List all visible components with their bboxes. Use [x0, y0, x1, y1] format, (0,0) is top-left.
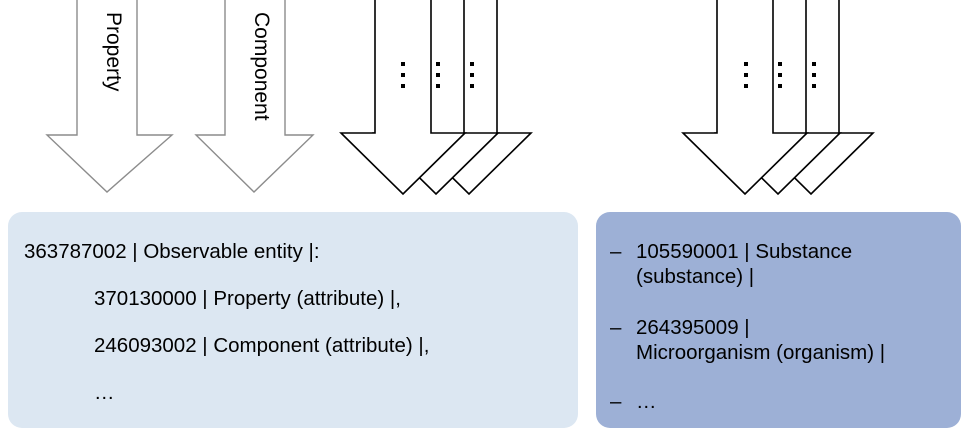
substance-organism-item-text: … — [636, 390, 657, 413]
left-stacked-arrow-2-ellipsis-icon — [436, 62, 440, 88]
dash-bullet-icon: – — [610, 240, 622, 263]
left-stacked-arrow-1-shape — [339, 0, 467, 196]
substance-organism-item-text: 105590001 | Substance (substance) | — [636, 240, 853, 288]
right-stacked-arrow-1-ellipsis-icon — [744, 62, 748, 88]
substance-organism-list-item: – 264395009 | Microorganism (organism) | — [610, 316, 940, 365]
dash-bullet-icon: – — [610, 390, 622, 413]
arrows-layer: Property Component — [0, 0, 969, 210]
observable-entity-child-component: 246093002 | Component (attribute) |, — [94, 334, 430, 357]
right-stacked-arrow-2-ellipsis-icon — [778, 62, 782, 88]
dash-bullet-icon: – — [610, 316, 622, 339]
component-arrow-label: Component — [250, 12, 273, 121]
substance-organism-list-item: – … — [610, 390, 940, 415]
component-arrow-shape — [194, 0, 315, 193]
property-arrow-shape — [45, 0, 174, 193]
right-stacked-arrow-1-shape — [681, 0, 809, 196]
substance-organism-list-item: – 105590001 | Substance (substance) | — [610, 240, 940, 289]
observable-entity-box: 363787002 | Observable entity |: 3701300… — [8, 212, 578, 428]
left-stacked-arrow-1-ellipsis-icon — [401, 62, 405, 88]
left-stacked-arrow-3-ellipsis-icon — [470, 62, 474, 88]
observable-entity-child-property: 370130000 | Property (attribute) |, — [94, 287, 401, 310]
property-arrow-label: Property — [102, 12, 125, 92]
observable-entity-root-concept: 363787002 | Observable entity |: — [24, 240, 320, 263]
observable-entity-child-ellipsis: … — [94, 381, 115, 404]
right-stacked-arrow-3-ellipsis-icon — [812, 62, 816, 88]
substance-organism-box: – 105590001 | Substance (substance) | – … — [596, 212, 961, 428]
substance-organism-item-text: 264395009 | Microorganism (organism) | — [636, 316, 886, 364]
arrows-svg — [45, 0, 875, 196]
